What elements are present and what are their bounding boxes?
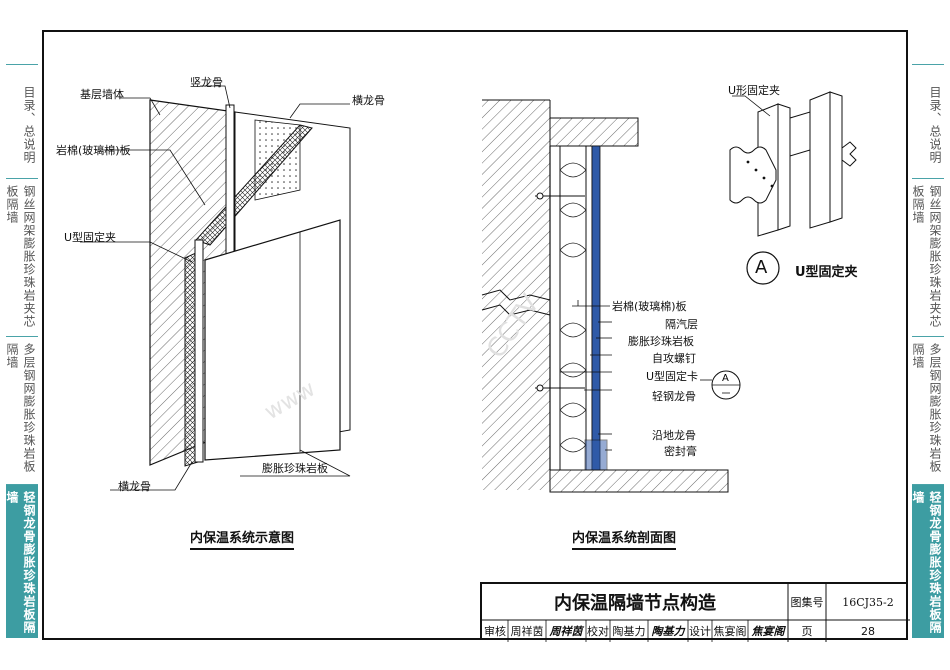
label-horizontal-keel-top: 横龙骨 xyxy=(352,94,385,107)
label-rock-wool: 岩棉(玻璃棉)板 xyxy=(56,144,131,157)
checker-signature: 陶基力 xyxy=(651,625,685,638)
section-label-rock-wool: 岩棉(玻璃棉)板 xyxy=(612,300,687,313)
label-base-wall: 基层墙体 xyxy=(80,88,124,101)
svg-text:A: A xyxy=(722,373,729,384)
drawing-frame xyxy=(42,30,908,640)
left-tab-multilayer-mesh[interactable]: 多层钢网膨胀珍珠岩板隔墙 xyxy=(5,336,38,484)
section-label-u-clip: U型固定卡 xyxy=(646,370,699,383)
right-tab-light-steel-keel[interactable]: 轻钢龙骨膨胀珍珠岩板隔墙 xyxy=(911,484,944,638)
left-tab-steel-mesh-sandwich[interactable]: 钢丝网架膨胀珍珠岩夹芯板隔墙 xyxy=(5,178,38,336)
drawing-title: 内保温隔墙节点构造 xyxy=(554,593,716,614)
section-title: 内保温系统剖面图 xyxy=(572,527,677,550)
section-label-screw: 自攻螺钉 xyxy=(652,352,696,365)
left-tab-contents[interactable]: 目录、总说明 xyxy=(6,64,38,178)
detail-label-u-clip: U形固定夹 xyxy=(728,84,781,97)
page-label: 页 xyxy=(801,625,813,638)
review-label: 审核 xyxy=(484,625,506,638)
label-u-clip: U型固定夹 xyxy=(64,231,117,244)
right-tab-steel-mesh-sandwich[interactable]: 钢丝网架膨胀珍珠岩夹芯板隔墙 xyxy=(911,178,944,336)
detail-circle-label: A xyxy=(755,257,768,278)
title-block: 内保温隔墙节点构造 图集号 16CJ35-2 审核 周祥茵 周祥茵 校对 陶基力… xyxy=(480,582,910,642)
label-perlite-board: 膨胀珍珠岩板 xyxy=(262,462,328,475)
design-label: 设计 xyxy=(689,625,711,638)
checker-name: 陶基力 xyxy=(612,625,646,638)
label-horizontal-keel-bottom: 横龙骨 xyxy=(118,480,151,493)
right-tab-contents[interactable]: 目录、总说明 xyxy=(912,64,944,178)
section-rock-wool xyxy=(559,145,587,471)
perlite-board-shape xyxy=(204,219,341,461)
schematic-title: 内保温系统示意图 xyxy=(190,527,295,550)
section-label-sealant: 密封膏 xyxy=(664,445,697,458)
atlas-label: 图集号 xyxy=(790,596,824,609)
section-label-perlite-board: 膨胀珍珠岩板 xyxy=(628,335,694,348)
left-tab-light-steel-keel[interactable]: 轻钢龙骨膨胀珍珠岩板隔墙 xyxy=(5,484,38,638)
designer-name: 焦宴阁 xyxy=(713,625,747,638)
reviewer-name: 周祥茵 xyxy=(510,625,544,638)
reviewer-signature: 周祥茵 xyxy=(549,625,583,638)
section-label-floor-keel: 沿地龙骨 xyxy=(652,429,696,442)
atlas-number: 16CJ35-2 xyxy=(842,595,894,609)
detail-caption: U型固定夹 xyxy=(795,265,858,280)
designer-signature: 焦宴阁 xyxy=(751,625,785,638)
check-label: 校对 xyxy=(587,625,609,638)
page-number: 28 xyxy=(861,624,875,638)
section-label-vapor-barrier: 隔汽层 xyxy=(665,318,698,331)
detail-circle-shape xyxy=(746,251,780,285)
label-vertical-keel: 竖龙骨 xyxy=(190,76,223,89)
right-tab-multilayer-mesh[interactable]: 多层钢网膨胀珍珠岩板隔墙 xyxy=(911,336,944,484)
section-label-steel-keel: 轻钢龙骨 xyxy=(652,390,696,403)
